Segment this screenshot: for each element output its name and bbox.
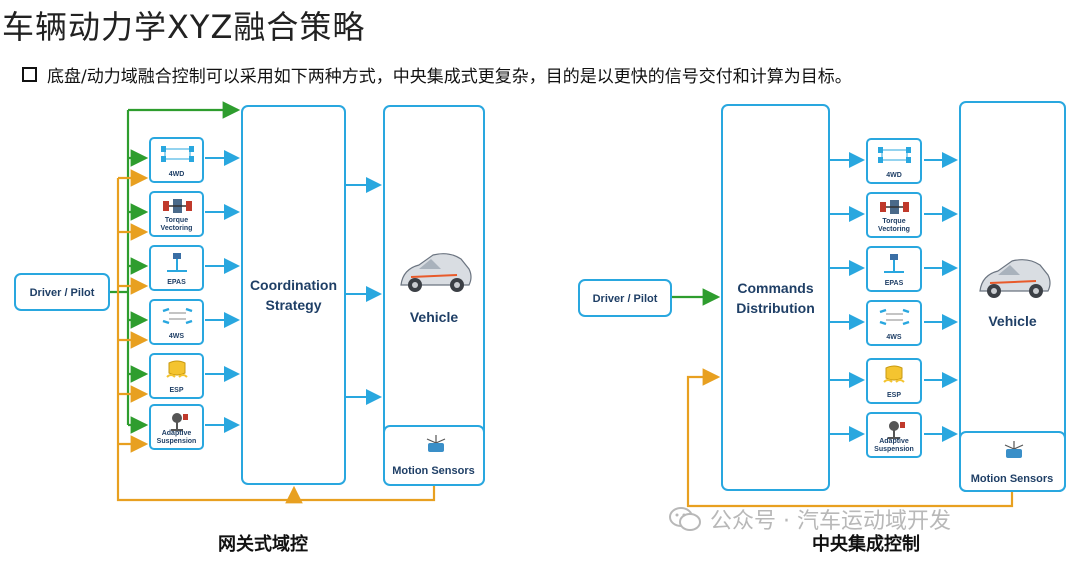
right-caption: 中央集成控制 [812,534,920,555]
left-adaptive-suspension-label: Adaptive Suspension [156,430,197,445]
bullet-line: 底盘/动力域融合控制可以采用如下两种方式，中央集成式更复杂，目的是以更快的信号交… [22,62,852,87]
right-adaptive-suspension-box: Adaptive Suspension [866,412,922,458]
sensor-icon [1004,441,1023,458]
left-coordination-box: Coordination Strategy [241,105,346,485]
suspension-icon [888,421,905,439]
right-vehicle-box: Vehicle Motion Sensors [958,101,1066,492]
right-driver-label: Driver / Pilot [592,293,658,305]
left-caption: 网关式域控 [218,534,308,555]
left-motion-sensors-box: Motion Sensors [382,425,485,486]
page-title: 车辆动力学XYZ融合策略 [2,8,366,46]
right-sensors-label: Motion Sensors [970,473,1054,485]
esp-icon [166,360,188,378]
left-vehicle-label: Vehicle [409,309,459,325]
left-4ws-label: 4WS [168,333,185,340]
left-4wd-box: 4WD [149,137,204,183]
car-icon [979,259,1051,298]
4wd-icon [161,146,194,162]
left-4wd-label: 4WD [168,171,185,178]
left-epas-label: EPAS [167,279,186,286]
epas-icon [167,253,187,272]
left-adaptive-suspension-box: Adaptive Suspension [149,404,204,450]
left-torque-vectoring-box: Torque Vectoring [149,191,204,237]
right-vehicle-label: Vehicle [988,313,1037,329]
right-distribution-label: Commands Distribution [736,280,815,316]
wechat-icon [669,507,701,531]
right-distribution-box: Commands Distribution [721,104,830,491]
left-coordination-label: Coordination Strategy [249,277,338,313]
car-icon [400,253,472,292]
right-4wd-label: 4WD [886,172,902,179]
left-torque-vectoring-label: Torque Vectoring [160,217,193,232]
left-esp-box: ESP [149,353,204,399]
torque-vectoring-icon [880,200,909,214]
4ws-icon [879,308,910,326]
right-torque-vectoring-box: Torque Vectoring [866,192,922,238]
watermark-text: 公众号 · 汽车运动域开发 [710,509,951,534]
right-esp-label: ESP [886,392,901,399]
bullet-text: 底盘/动力域融合控制可以采用如下两种方式，中央集成式更复杂，目的是以更快的信号交… [47,67,852,87]
left-vehicle-box: Vehicle Motion Sensors [382,105,485,486]
4wd-icon [878,147,911,163]
square-bullet-icon [22,67,37,82]
epas-icon [884,254,904,273]
left-driver-pilot-box: Driver / Pilot [14,273,110,311]
right-4ws-box: 4WS [866,300,922,346]
right-epas-label: EPAS [884,280,904,287]
right-esp-box: ESP [866,358,922,404]
right-epas-box: EPAS [866,246,922,292]
watermark: 公众号 · 汽车运动域开发 [668,503,951,535]
left-driver-label: Driver / Pilot [29,287,95,299]
left-esp-label: ESP [169,387,184,394]
left-epas-box: EPAS [149,245,204,291]
sensor-icon [426,435,445,452]
4ws-icon [162,307,193,325]
right-adaptive-suspension-label: Adaptive Suspension [874,438,914,453]
left-sensors-label: Motion Sensors [392,465,475,477]
right-motion-sensors-box: Motion Sensors [958,431,1066,492]
left-4ws-box: 4WS [149,299,204,345]
suspension-icon [171,413,188,431]
right-driver-pilot-box: Driver / Pilot [578,279,672,317]
right-4ws-label: 4WS [886,334,902,341]
esp-icon [883,365,905,383]
right-torque-vectoring-label: Torque Vectoring [878,218,910,233]
right-4wd-box: 4WD [866,138,922,184]
torque-vectoring-icon [163,199,192,213]
